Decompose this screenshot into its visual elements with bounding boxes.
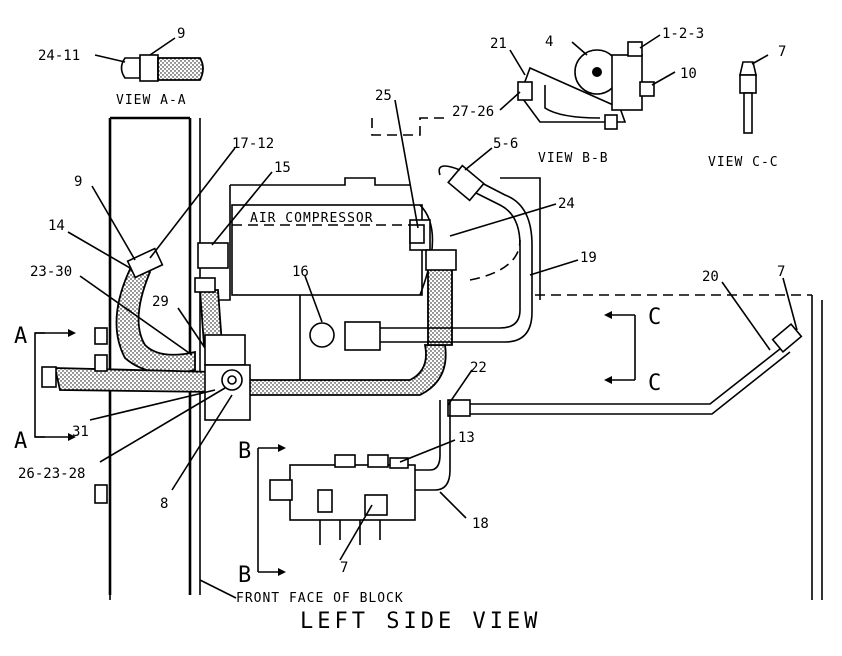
callout-29: 29 [152, 294, 169, 310]
callout-7-view-c: 7 [778, 44, 786, 60]
callout-5-6: 5-6 [493, 136, 518, 152]
valve-assembly [269, 454, 416, 545]
view-a-a-inset: VIEW A-A [94, 37, 204, 108]
tubes [380, 164, 803, 491]
callout-15: 15 [274, 160, 291, 176]
view-c-c-inset: VIEW C-C [708, 54, 779, 170]
view-a-a-label: VIEW A-A [116, 93, 187, 108]
callout-24: 24 [558, 196, 575, 212]
section-b-top: B [238, 439, 251, 464]
callout-10: 10 [680, 66, 697, 82]
view-b-b-label: VIEW B-B [538, 151, 609, 166]
callout-19: 19 [580, 250, 597, 266]
callout-22: 22 [470, 360, 487, 376]
section-b-bottom: B [238, 563, 251, 588]
callout-17-12: 17-12 [232, 136, 274, 152]
callout-24-11: 24-11 [38, 48, 80, 64]
callout-8: 8 [160, 496, 168, 512]
callout-4: 4 [545, 34, 553, 50]
callout-18: 18 [472, 516, 489, 532]
section-c-top: C [648, 305, 661, 330]
hoses [53, 263, 453, 396]
section-c-bottom: C [648, 371, 661, 396]
callout-9-view-a: 9 [177, 26, 185, 42]
callout-20: 20 [702, 269, 719, 285]
section-a-marker: A A [14, 324, 76, 454]
fittings [41, 224, 457, 504]
callout-27-26: 27-26 [452, 104, 494, 120]
leader-lines [67, 99, 798, 561]
callout-14: 14 [48, 218, 65, 234]
callout-7-bottom: 7 [340, 560, 348, 576]
callout-1-2-3: 1-2-3 [662, 26, 704, 42]
callout-31: 31 [72, 424, 89, 440]
page-title: LEFT SIDE VIEW [300, 609, 541, 634]
section-a-bottom: A [14, 429, 27, 454]
air-compressor-label: AIR COMPRESSOR [250, 211, 374, 226]
view-c-c-label: VIEW C-C [708, 155, 779, 170]
callouts: 24-11 9 21 4 1-2-3 10 27-26 7 25 5-6 17-… [18, 26, 786, 576]
callout-9: 9 [74, 174, 82, 190]
callout-7-right: 7 [777, 264, 785, 280]
section-c-marker: C C [604, 305, 661, 396]
callout-25: 25 [375, 88, 392, 104]
callout-13: 13 [458, 430, 475, 446]
callout-26-23-28: 26-23-28 [18, 466, 85, 482]
section-b-marker: B B [238, 439, 286, 588]
callout-16: 16 [292, 264, 309, 280]
front-face-note: FRONT FACE OF BLOCK [236, 591, 404, 606]
callout-21: 21 [490, 36, 507, 52]
section-a-top: A [14, 324, 27, 349]
view-b-b-inset: VIEW B-B [499, 34, 676, 166]
callout-23-30: 23-30 [30, 264, 72, 280]
